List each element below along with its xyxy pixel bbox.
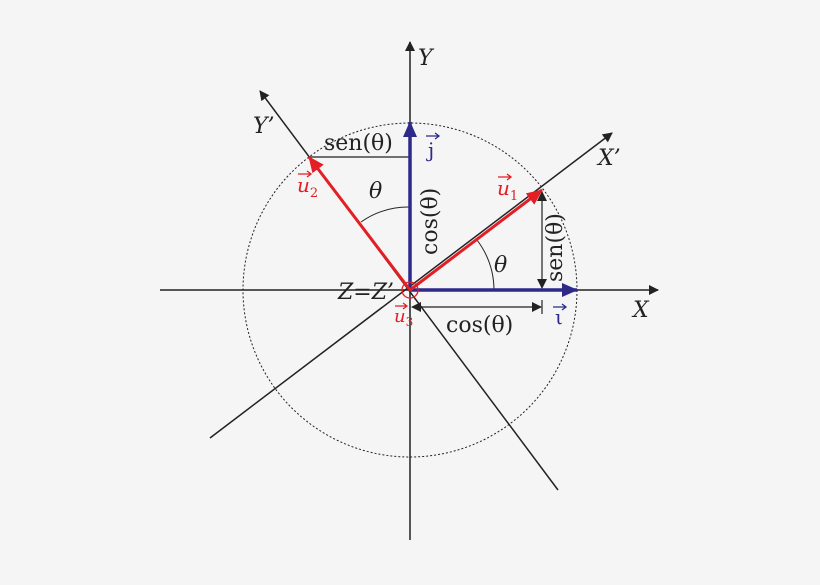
theta-top-label: θ (369, 179, 382, 204)
vector-u2 (307, 156, 412, 291)
vector-arrow-icon (426, 132, 441, 140)
sen-vertical-label: sen(θ) (543, 213, 568, 282)
x-prime-label: X’ (596, 146, 621, 171)
vector-u3-symbol (401, 281, 419, 299)
vector-arrow-icon (553, 303, 568, 311)
vector-u1 (409, 188, 543, 292)
label-j: j (426, 132, 441, 162)
label-i: ι (553, 303, 568, 329)
vector-arrow-icon (395, 302, 408, 310)
cos-bottom-label: cos(θ) (446, 313, 513, 338)
sen-top-label: sen(θ) (324, 131, 393, 156)
y-axis-label: Y (418, 46, 435, 71)
label-u1: u1 (497, 173, 518, 204)
x-axis-label: X (631, 298, 650, 323)
svg-text:u1: u1 (497, 176, 518, 204)
label-u3: u3 (394, 302, 413, 329)
vector-arrow-icon (298, 170, 313, 178)
vector-arrow-icon (498, 173, 513, 181)
svg-text:j: j (426, 138, 434, 162)
y-prime-label: Y’ (253, 114, 275, 139)
svg-text:ι: ι (555, 305, 563, 329)
theta-right-label: θ (494, 253, 507, 278)
label-u2: u2 (297, 170, 318, 201)
svg-text:u3: u3 (394, 306, 413, 329)
origin-label: Z=Z’ (337, 280, 394, 305)
vector-u3-dot (408, 288, 412, 292)
cos-vertical-label: cos(θ) (418, 188, 443, 255)
theta-arc-right (476, 239, 495, 291)
theta-arc-top (360, 206, 411, 223)
svg-text:u2: u2 (297, 173, 318, 201)
